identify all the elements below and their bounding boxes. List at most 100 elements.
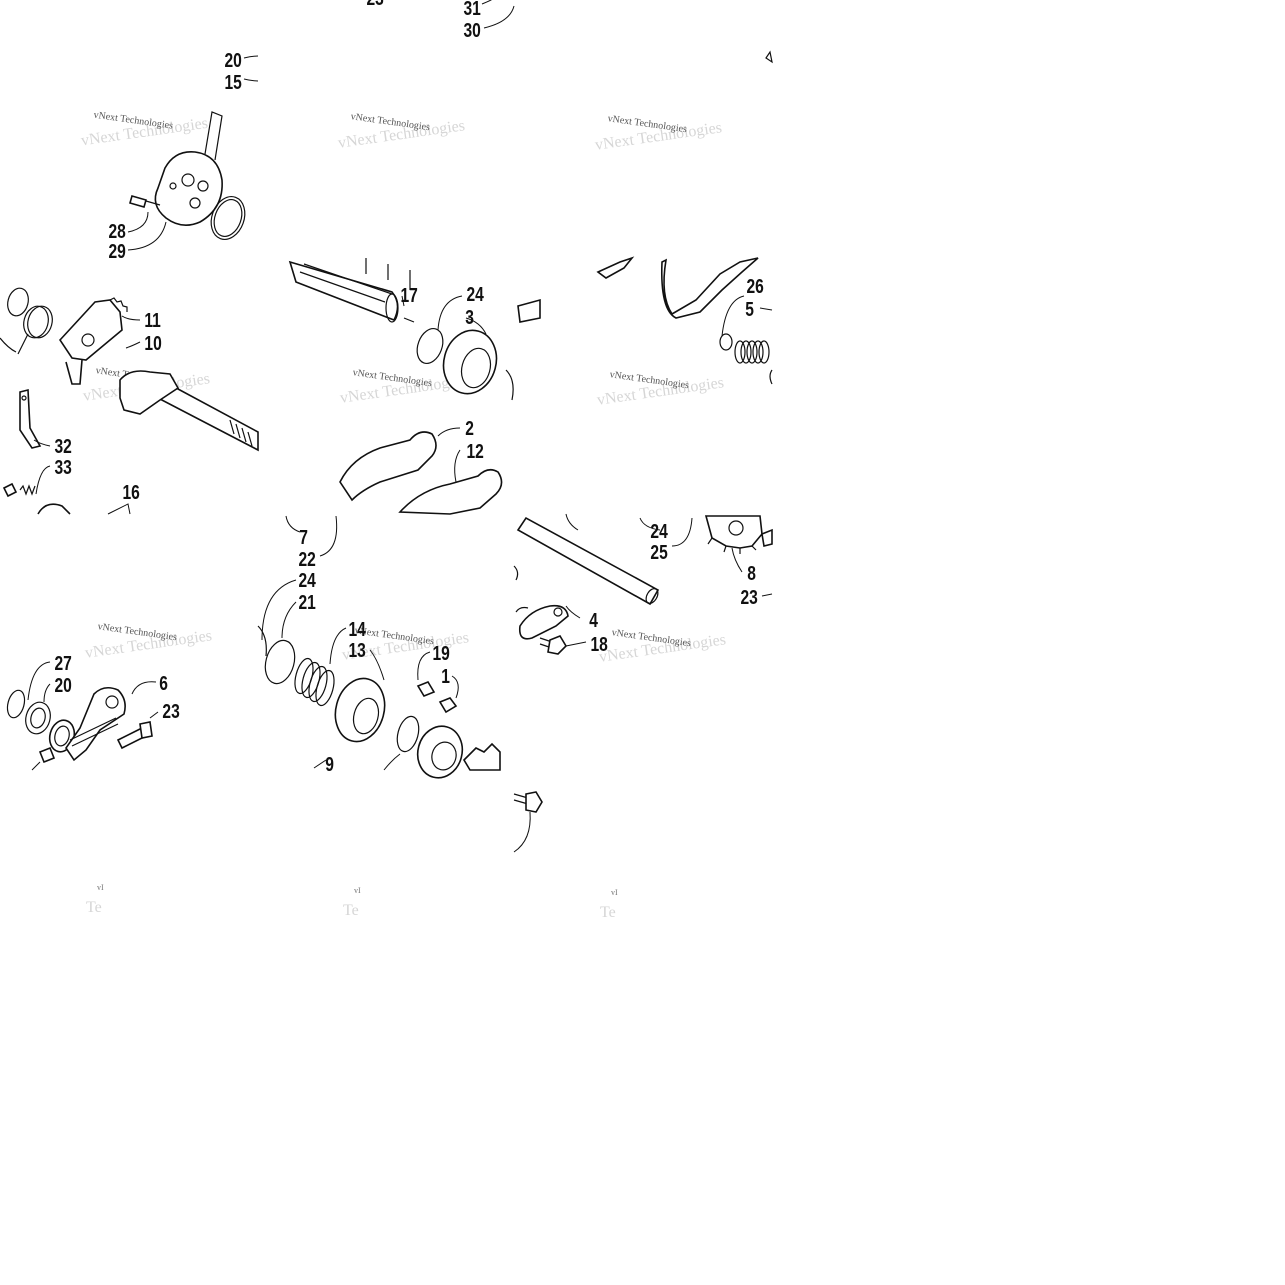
coil-spring-part — [734, 340, 770, 364]
callout-11: 11 — [144, 309, 161, 331]
gear-bore — [728, 520, 744, 536]
bearing-bore — [54, 725, 70, 747]
lever-hole — [21, 395, 27, 401]
leader-line — [131, 681, 157, 695]
callout-5: 5 — [745, 298, 754, 320]
callout-3: 3 — [465, 306, 474, 328]
fork-part — [660, 257, 759, 319]
leader-line — [513, 811, 531, 853]
drum-part-edge — [37, 503, 71, 515]
gear-arm — [65, 359, 83, 385]
leader-line — [261, 579, 297, 641]
leader-line — [33, 439, 51, 447]
callout-17: 17 — [400, 284, 417, 306]
leader-line — [481, 0, 492, 5]
callout-27: 27 — [54, 652, 71, 674]
tab-part — [517, 298, 541, 323]
callout-15: 15 — [224, 71, 241, 93]
callout-7: 7 — [299, 526, 308, 548]
edge-fragment — [513, 565, 519, 581]
shaft-end — [645, 588, 659, 604]
callout-33: 33 — [54, 456, 71, 478]
callout-23: 23 — [162, 700, 179, 722]
spring-arm — [17, 333, 29, 355]
bolt-part — [129, 195, 147, 208]
snap-ring-part — [396, 715, 420, 753]
leader-line — [437, 427, 461, 437]
ring-part — [7, 287, 29, 317]
leader-line — [761, 593, 773, 597]
callout-8: 8 — [747, 562, 756, 584]
leader-line — [565, 513, 579, 531]
callout-24: 24 — [298, 569, 315, 591]
watermark-ghost-fragment: Te — [86, 899, 102, 916]
gear-edge-part — [462, 742, 501, 771]
bracket-lines — [365, 258, 411, 290]
bolt-head — [547, 635, 568, 655]
shift-fork-part — [398, 468, 503, 515]
shaft-splines — [229, 419, 253, 447]
bolt-shank — [145, 200, 161, 206]
callout-13: 13 — [348, 639, 365, 661]
drum-end — [385, 293, 399, 323]
pin-part — [2, 482, 18, 498]
edge-fragment — [0, 337, 17, 353]
leader-line — [465, 317, 487, 335]
callout-23: 23 — [740, 586, 757, 608]
callout-24: 24 — [650, 520, 667, 542]
leader-line — [639, 517, 661, 531]
bolt-head — [139, 721, 153, 739]
leader-line — [149, 711, 159, 719]
callout-labels: 23 20 15 31 30 28 29 17 24 3 26 5 11 10 … — [54, 0, 763, 775]
callout-20: 20 — [54, 674, 71, 696]
ring-part — [264, 639, 296, 685]
dowel-pin — [403, 317, 415, 323]
gear-part — [704, 515, 763, 549]
callout-1: 1 — [441, 665, 450, 687]
leader-line — [383, 753, 401, 771]
callout-9: 9 — [325, 753, 334, 775]
fork-tip-part — [596, 256, 635, 279]
tile-lower-left — [6, 661, 159, 771]
callout-19: 19 — [432, 642, 449, 664]
callout-24: 24 — [466, 283, 483, 305]
o-ring-inner — [213, 199, 243, 237]
tile-middle-right — [596, 256, 773, 385]
gear-part — [334, 677, 386, 743]
leader-line — [107, 503, 131, 515]
leader-line — [759, 307, 773, 311]
bolt-head — [525, 791, 543, 813]
leader-line — [43, 683, 51, 703]
leader-line — [31, 761, 41, 771]
sector-gear-part — [58, 299, 123, 361]
watermark-fragment: vI — [97, 883, 104, 892]
watermark-ghost-fragment: Te — [343, 902, 359, 919]
clip-part — [515, 606, 529, 613]
watermark-ghost-fragment: Te — [600, 904, 616, 921]
callout-22: 22 — [298, 548, 315, 570]
small-spring — [19, 484, 36, 496]
leader-line — [35, 465, 51, 495]
callout-25: 25 — [650, 541, 667, 563]
snap-ring-part — [416, 327, 444, 365]
plate-part — [518, 604, 569, 640]
leader-line — [285, 515, 301, 533]
leader-line — [121, 315, 141, 321]
leader-line — [437, 295, 463, 331]
callout-32: 32 — [54, 435, 71, 457]
nut-part — [438, 697, 458, 714]
callout-31: 31 — [463, 0, 480, 19]
callout-14: 14 — [348, 618, 365, 640]
gear-hole — [81, 333, 95, 347]
ring-part — [6, 689, 26, 719]
drum-grooves — [299, 263, 393, 303]
bolt-part — [416, 681, 436, 697]
callout-6: 6 — [159, 672, 168, 694]
spring-coil — [23, 305, 49, 339]
watermark-fragment: vI — [611, 888, 618, 897]
cam-part — [442, 329, 498, 395]
shift-fork-part — [339, 431, 437, 502]
fork-part — [119, 370, 180, 415]
callout-28: 28 — [108, 220, 125, 242]
